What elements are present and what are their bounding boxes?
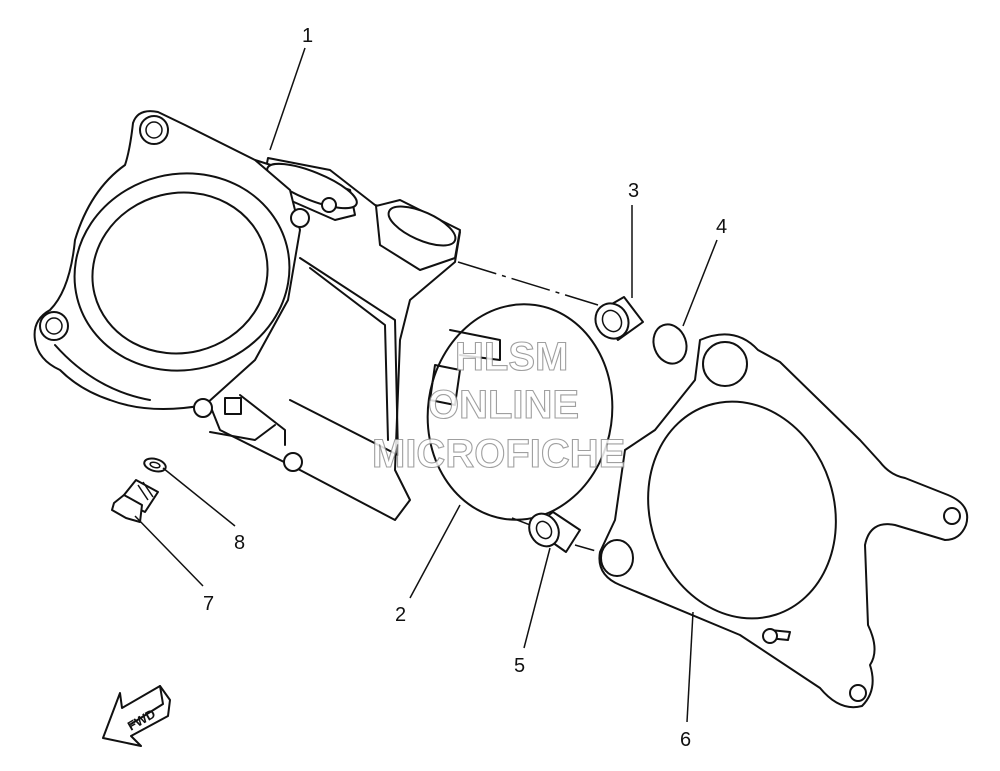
bolt [111, 479, 159, 523]
dowel-pin-lower [528, 511, 581, 553]
dowel-pin-upper [594, 296, 644, 341]
watermark-line-3: MICROFICHE [372, 432, 625, 476]
cylinder-gasket [426, 303, 614, 521]
callout-5: 5 [514, 655, 525, 677]
callout-2: 2 [395, 604, 406, 626]
forward-direction-arrow: FWD [102, 685, 171, 747]
watermark: HLSM ONLINE MICROFICHE [371, 334, 625, 476]
callout-3: 3 [628, 180, 639, 202]
alignment-line-upper [457, 261, 599, 306]
watermark-line-1: HLSM [455, 335, 568, 379]
o-ring [652, 323, 688, 365]
callout-1: 1 [302, 25, 313, 47]
base-gasket [598, 333, 969, 709]
washer [143, 457, 167, 473]
cylinder [33, 110, 501, 521]
watermark-line-2: ONLINE [428, 383, 579, 427]
callout-6: 6 [680, 729, 691, 751]
callout-4: 4 [716, 216, 727, 238]
leader-lines [134, 47, 718, 723]
callout-7: 7 [203, 593, 214, 615]
callout-8: 8 [234, 532, 245, 554]
